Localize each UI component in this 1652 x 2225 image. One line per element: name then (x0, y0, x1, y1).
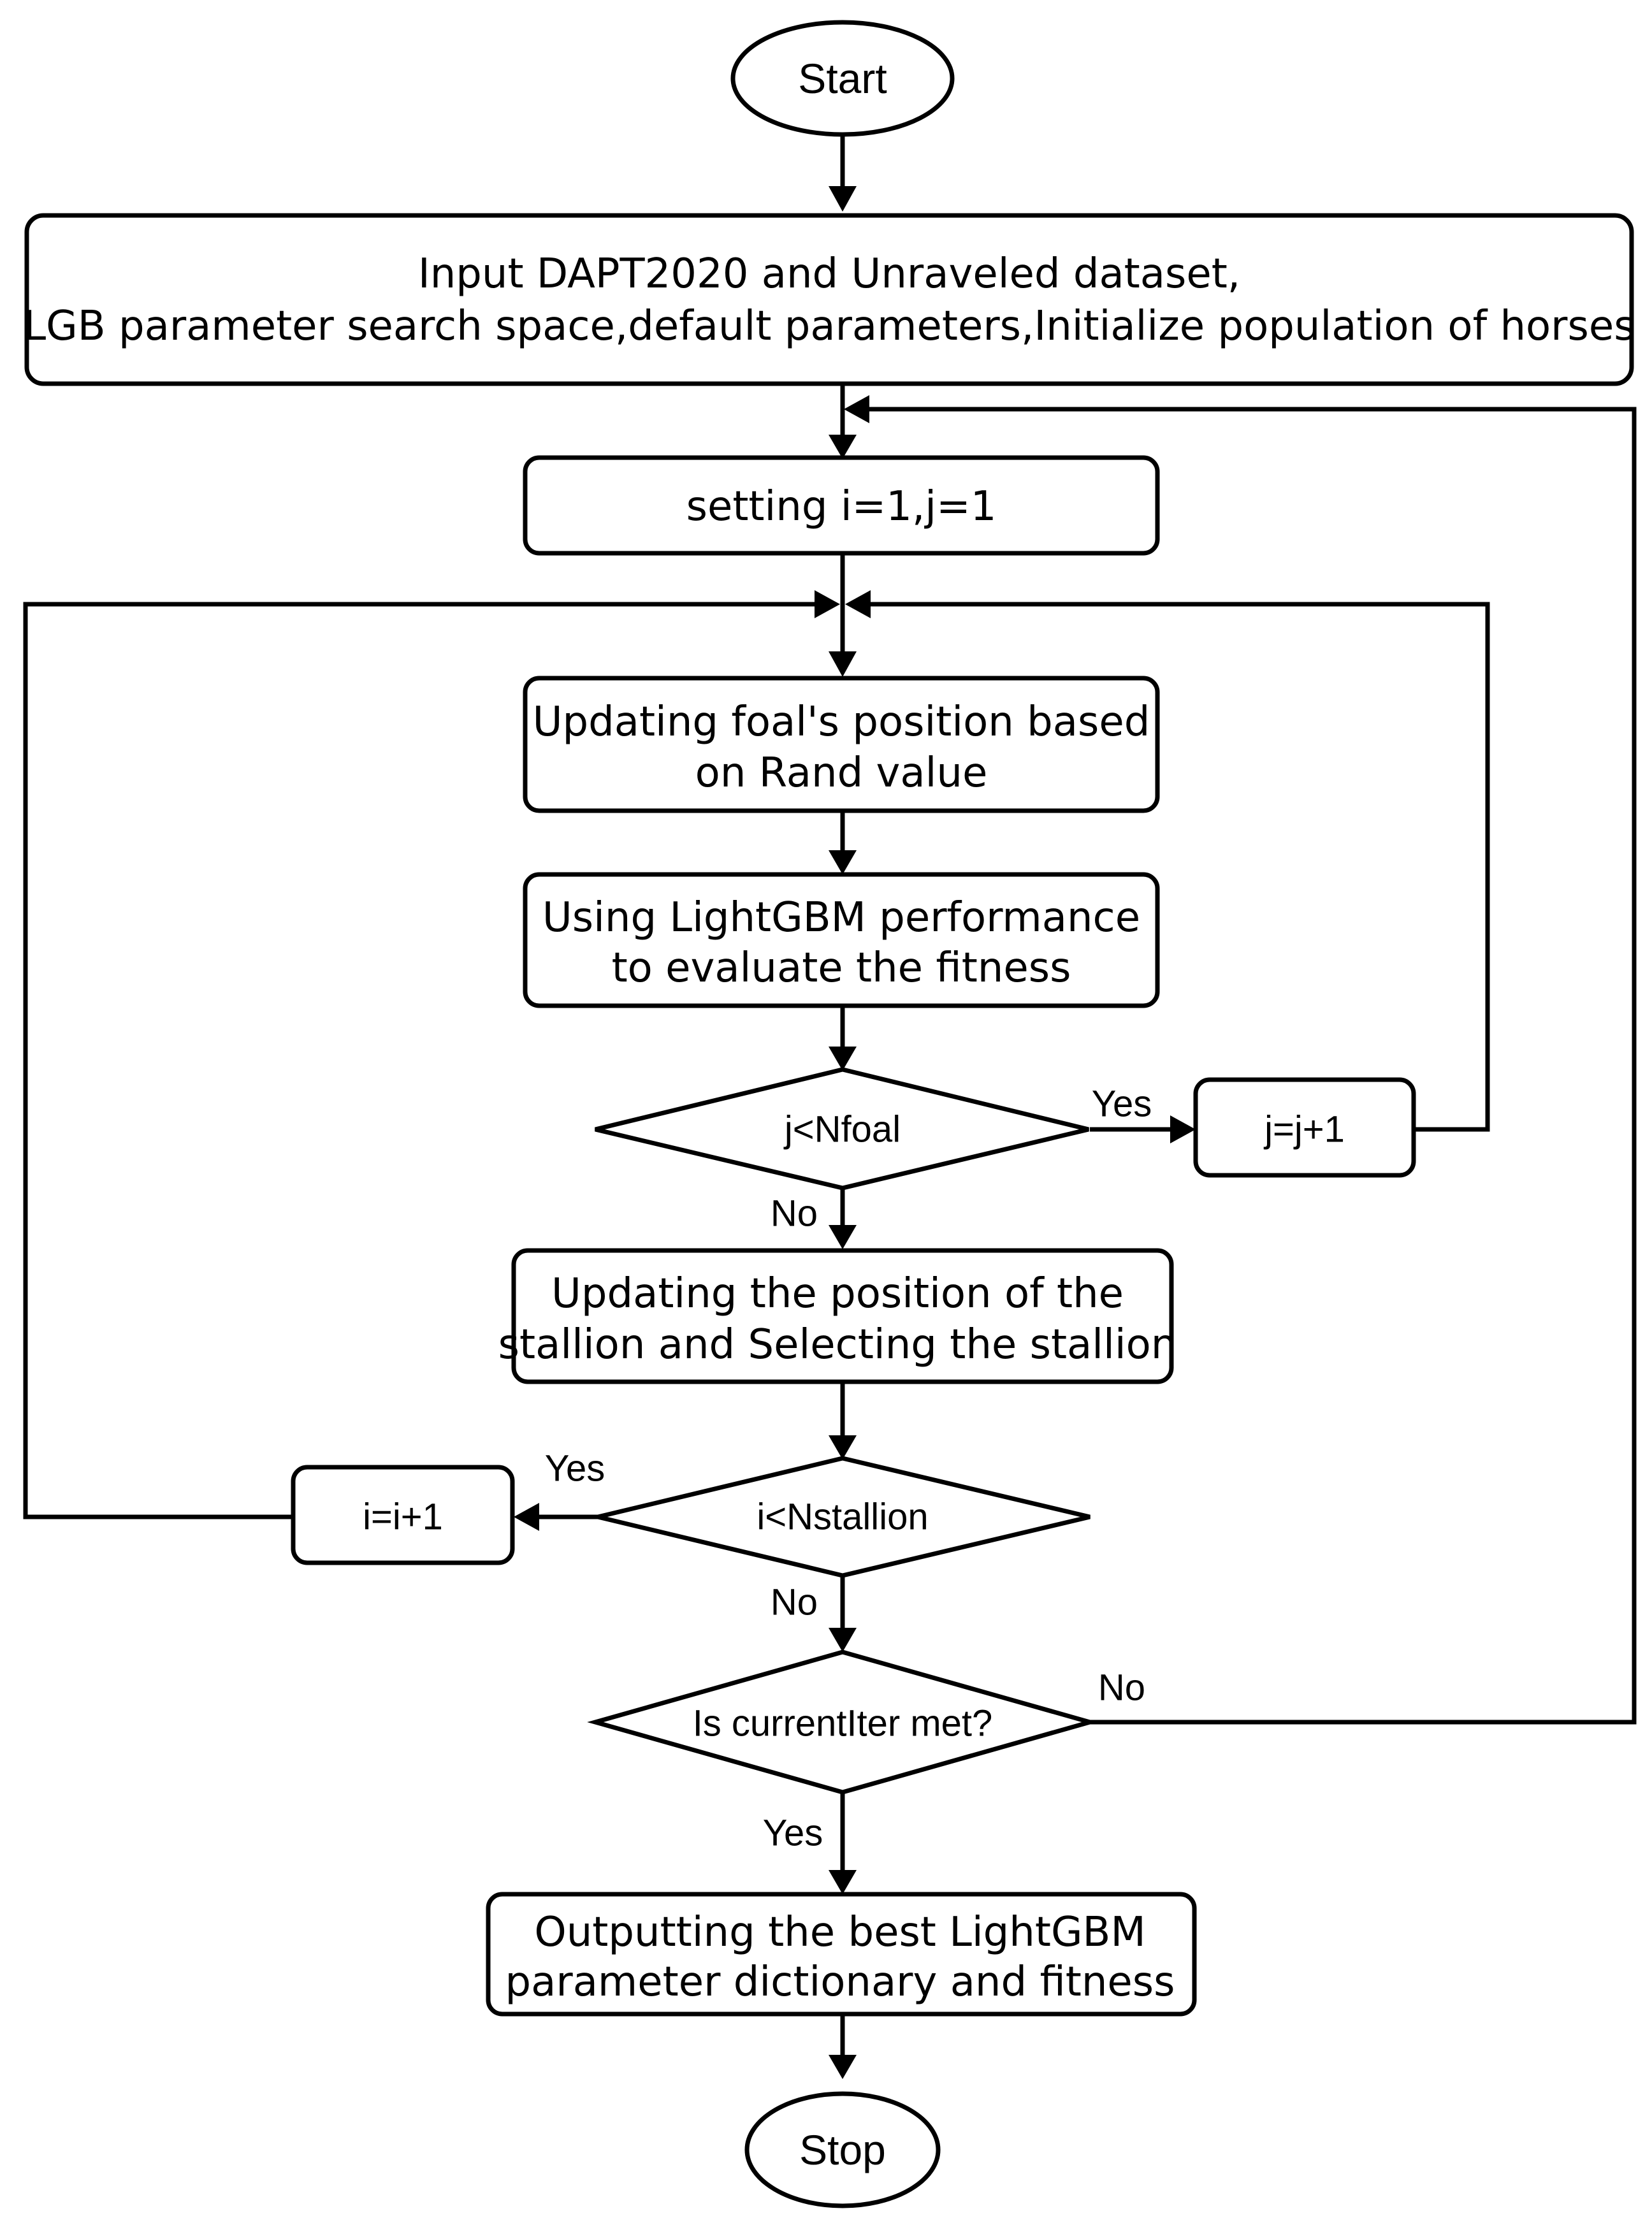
i-check-decision-shape (597, 1456, 1090, 1578)
stop-label: Stop (799, 2126, 886, 2173)
stop-terminal-shape (744, 2091, 941, 2208)
node-i-inc: i=i+1 (291, 1465, 515, 1565)
iter-no-label: No (1098, 1667, 1145, 1709)
arrowhead (829, 186, 857, 212)
arrowhead (845, 590, 871, 618)
connectors (23, 134, 1637, 2079)
i-inc-label: i=i+1 (363, 1497, 443, 1538)
start-terminal-shape (730, 20, 955, 137)
arrowhead (829, 435, 857, 459)
j-check-label: j<Nfoal (783, 1109, 901, 1150)
node-start: Start (730, 20, 955, 137)
arrowhead (1170, 1115, 1196, 1143)
node-update-stallion: Updating the position of the stallion an… (498, 1248, 1177, 1384)
edge-j-yes-loop (868, 602, 1490, 1132)
edge-i-yes-loop (23, 602, 816, 1519)
output-line-1: Outputting the best LightGBM (534, 1909, 1145, 1956)
i-yes-label: Yes (545, 1448, 605, 1489)
node-setting: setting i=1,j=1 (523, 455, 1160, 556)
iter-check-label: Is currentIter met? (693, 1703, 993, 1744)
i-no-label: No (771, 1582, 818, 1623)
input-line-1: Input DAPT2020 and Unraveled dataset, (418, 250, 1240, 298)
node-output: Outputting the best LightGBM parameter d… (486, 1892, 1197, 2017)
iter-yes-label: Yes (763, 1813, 823, 1854)
arrowhead (844, 395, 869, 423)
node-j-inc: j=j+1 (1193, 1077, 1416, 1178)
start-label: Start (798, 55, 887, 102)
arrowhead (829, 1225, 857, 1249)
j-inc-process-box (1193, 1077, 1416, 1178)
node-input: Input DAPT2020 and Unraveled dataset, LG… (23, 213, 1635, 386)
edge-iter-no-loop (867, 407, 1637, 1725)
arrowhead (514, 1503, 539, 1531)
update-foal-process-box (523, 676, 1160, 813)
output-process-box (486, 1892, 1197, 2017)
node-j-check: j<Nfoal (595, 1067, 1089, 1191)
setting-label: setting i=1,j=1 (686, 483, 997, 530)
evaluate-line-1: Using LightGBM performance (542, 894, 1140, 941)
update-foal-line-1: Updating foal's position based (533, 699, 1150, 746)
arrowhead (829, 1628, 857, 1652)
node-iter-check: Is currentIter met? (587, 1649, 1098, 1795)
update-stallion-line-1: Updating the position of the (551, 1270, 1124, 1317)
evaluate-process-box (523, 872, 1160, 1008)
arrowhead (829, 1870, 857, 1894)
edge-labels: Yes No Yes No No Yes (545, 1084, 1152, 1854)
output-line-2: parameter dictionary and fitness (505, 1959, 1175, 2006)
arrowhead (829, 1047, 857, 1071)
j-yes-label: Yes (1092, 1084, 1152, 1125)
update-foal-line-2: on Rand value (695, 750, 988, 797)
arrowhead (829, 651, 857, 677)
arrowhead (829, 2055, 857, 2079)
iter-check-decision-shape (587, 1649, 1098, 1795)
input-line-2: LGB parameter search space,default param… (23, 303, 1635, 350)
setting-process-box (523, 455, 1160, 556)
i-inc-process-box (291, 1465, 515, 1565)
arrowhead (815, 590, 840, 618)
j-no-label: No (771, 1193, 818, 1235)
j-check-decision-shape (595, 1067, 1089, 1191)
node-i-check: i<Nstallion (597, 1456, 1090, 1578)
arrowhead (829, 1435, 857, 1460)
arrowhead (829, 850, 857, 874)
input-process-box (24, 213, 1634, 386)
update-stallion-process-box (511, 1248, 1174, 1384)
j-inc-label: j=j+1 (1263, 1109, 1345, 1150)
evaluate-line-2: to evaluate the fitness (612, 945, 1071, 992)
node-evaluate: Using LightGBM performance to evaluate t… (523, 872, 1160, 1008)
node-update-foal: Updating foal's position based on Rand v… (523, 676, 1160, 813)
update-stallion-line-2: stallion and Selecting the stallion (498, 1321, 1177, 1368)
i-check-label: i<Nstallion (757, 1497, 928, 1538)
node-stop: Stop (744, 2091, 941, 2208)
